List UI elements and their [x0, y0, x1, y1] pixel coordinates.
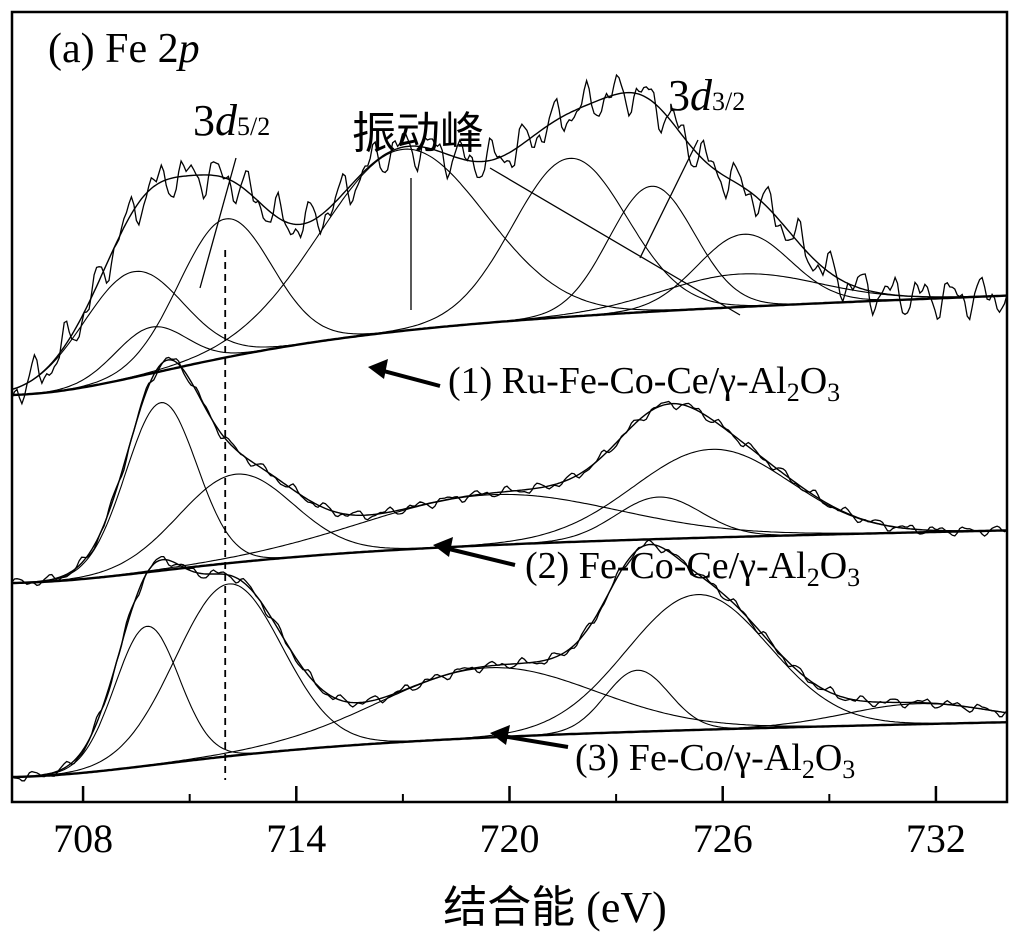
annotation-orbital: d [690, 71, 713, 120]
label-subscript: 2 [802, 755, 815, 784]
label-text: (3) Fe-Co/γ-Al [575, 737, 802, 779]
fit-component-5 [12, 448, 1008, 584]
fit-component-2 [11, 583, 1008, 778]
label-subscript: 2 [787, 378, 800, 407]
label-text: (2) Fe-Co-Ce/γ-Al [525, 545, 807, 587]
panel-label: (a) Fe 2p [48, 26, 200, 72]
x-tick-label-714: 714 [266, 816, 326, 861]
label-subscript: 2 [807, 563, 820, 592]
series-label-1: (1) Ru-Fe-Co-Ce/γ-Al2O3 [448, 360, 840, 407]
annotation-leader-3 [489, 167, 741, 316]
label-text: O [820, 545, 847, 587]
series-arrow-3 [501, 734, 569, 749]
fit-component-8 [11, 273, 1008, 396]
label-subscript: 3 [842, 755, 855, 784]
annotation-subscript: 3/2 [712, 87, 745, 116]
annotation-2: 振动峰 [352, 109, 484, 158]
x-tick-label-708: 708 [53, 816, 113, 861]
series-arrow-2 [444, 546, 516, 567]
series-arrowhead-3 [490, 725, 510, 745]
series-arrow-1 [379, 368, 441, 388]
plot-border [10, 10, 1009, 804]
raw-spectrum [11, 539, 1008, 782]
background-line [12, 721, 1008, 779]
series-arrowhead-2 [433, 537, 453, 557]
raw-spectrum [11, 356, 1008, 587]
x-tick-label-726: 726 [693, 816, 753, 861]
fit-component-1 [11, 625, 1008, 778]
label-text: O [815, 737, 842, 779]
fit-component-4 [11, 148, 1008, 396]
x-tick-label-732: 732 [906, 816, 966, 861]
raw-spectrum [11, 73, 1008, 406]
annotation-base: 3 [193, 96, 215, 145]
series-labels: (1) Ru-Fe-Co-Ce/γ-Al2O3(2) Fe-Co-Ce/γ-Al… [368, 359, 860, 784]
x-tick-label-720: 720 [480, 816, 540, 861]
annotation-1: 3d5/2 [193, 96, 270, 145]
panel-label-prefix: (a) Fe 2 [48, 26, 179, 72]
axes-frame [10, 10, 1009, 804]
annotation-leader-1 [199, 157, 237, 289]
fit-component-1 [11, 402, 1008, 584]
x-axis-ticks: 708 714 720 726 732 [53, 786, 966, 861]
plot-area [11, 73, 1008, 782]
series-arrowhead-1 [368, 359, 388, 379]
panel-label-orbital: p [176, 26, 200, 72]
series-label-2: (2) Fe-Co-Ce/γ-Al2O3 [525, 545, 860, 592]
fit-component-3 [11, 667, 1008, 778]
spectrum-1 [11, 73, 1008, 406]
x-axis-title: 结合能 (eV) [443, 883, 667, 932]
annotation-subscript: 5/2 [237, 112, 270, 141]
label-subscript: 3 [847, 563, 860, 592]
series-label-3: (3) Fe-Co/γ-Al2O3 [575, 737, 855, 784]
spectrum-2 [11, 356, 1008, 587]
annotation-3: 3d3/2 [668, 71, 745, 120]
annotation-orbital: d [215, 96, 238, 145]
annotation-leader-3b [639, 139, 699, 259]
label-text: O [800, 360, 827, 402]
label-text: (1) Ru-Fe-Co-Ce/γ-Al [448, 360, 787, 402]
annotation-base: 3 [668, 71, 690, 120]
fit-envelope [11, 91, 1008, 391]
label-subscript: 3 [827, 378, 840, 407]
fit-component-3 [11, 493, 1008, 584]
